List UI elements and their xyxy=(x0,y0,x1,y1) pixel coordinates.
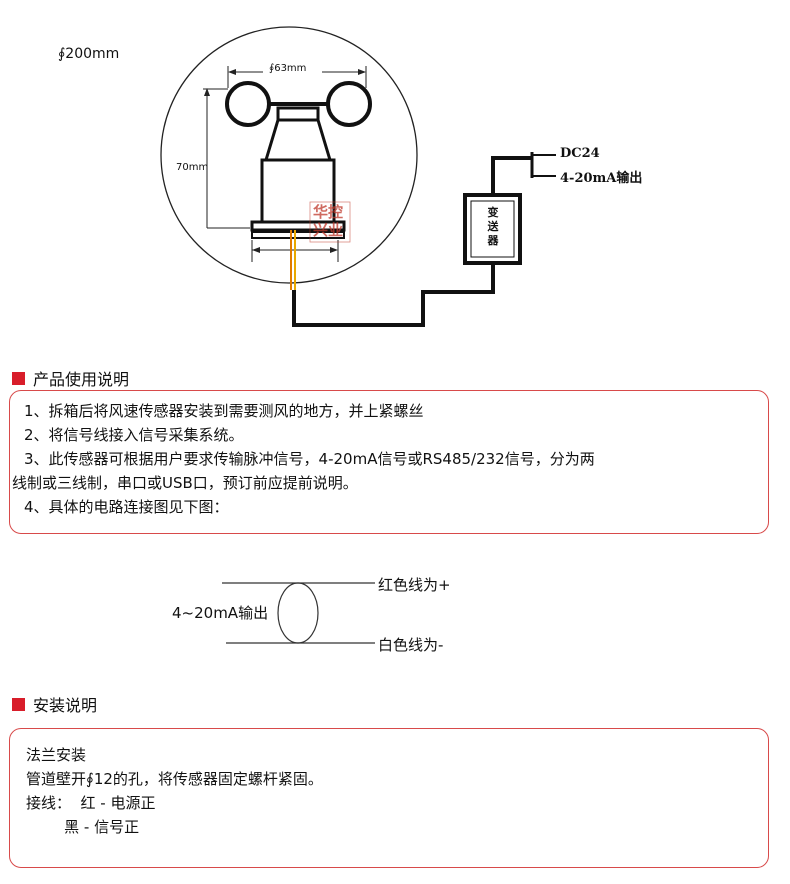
output-label: 4-20mA输出 xyxy=(560,171,643,186)
wire-loop xyxy=(277,582,319,644)
red-square-icon xyxy=(12,697,25,711)
install-line-4: 黑 - 信号正 xyxy=(26,818,140,836)
sensor-diagram: ∮200mm xyxy=(0,0,790,340)
install-line-1: 法兰安装 xyxy=(26,746,87,764)
usage-line-5: 4、具体的电路连接图见下图： xyxy=(24,498,229,516)
wiring-bottom-label: 白色线为- xyxy=(378,636,444,654)
usage-line-3: 3、此传感器可根据用户要求传输脉冲信号，4-20mA信号或RS485/232信号… xyxy=(24,450,595,468)
usage-box: 1、拆箱后将风速传感器安装到需要测风的地方，并上紧螺丝 2、将信号线接入信号采集… xyxy=(9,390,769,534)
red-square-icon xyxy=(12,371,25,385)
sensor-body xyxy=(260,158,336,224)
section-usage-title: 产品使用说明 xyxy=(33,370,130,389)
cup-span-label: ∮63mm xyxy=(266,63,310,74)
install-line-2: 管道壁开∮12的孔，将传感器固定螺杆紧固。 xyxy=(26,770,323,788)
usage-line-1: 1、拆箱后将风速传感器安装到需要测风的地方，并上紧螺丝 xyxy=(24,402,424,420)
watermark-line-1: 华控 xyxy=(313,203,344,221)
right-cup xyxy=(326,81,372,127)
wiring-left-label: 4~20mA输出 xyxy=(172,604,269,622)
section-usage-heading: 产品使用说明 xyxy=(12,366,129,390)
transmitter-label: 变 送 器 xyxy=(484,206,502,248)
usage-line-4: 线制或三线制，串口或USB口，预订前应提前说明。 xyxy=(12,474,358,492)
install-line-3: 接线： 红 - 电源正 xyxy=(26,794,156,812)
wiring-drawing xyxy=(222,582,375,644)
section-install-heading: 安装说明 xyxy=(12,692,97,716)
section-install-title: 安装说明 xyxy=(33,696,98,715)
usage-line-2: 2、将信号线接入信号采集系统。 xyxy=(24,426,244,444)
transmitter-char-2: 送 xyxy=(487,220,499,233)
watermark: 华控 兴业 xyxy=(313,203,343,239)
housing-circle xyxy=(160,26,418,284)
height-label: 70mm xyxy=(176,162,209,173)
transmitter-char-1: 变 xyxy=(487,206,499,219)
transmitter-char-3: 器 xyxy=(487,234,499,247)
sensor-drawing xyxy=(160,26,556,327)
watermark-line-2: 兴业 xyxy=(313,221,344,239)
power-label: DC24 xyxy=(560,146,600,161)
outer-diameter-label: ∮200mm xyxy=(58,46,120,62)
wiring-diagram: 4~20mA输出 红色线为+ 白色线为- xyxy=(0,560,790,670)
wiring-top-label: 红色线为+ xyxy=(378,576,451,594)
install-box: 法兰安装 管道壁开∮12的孔，将传感器固定螺杆紧固。 接线： 红 - 电源正 黑… xyxy=(9,728,769,868)
left-cup xyxy=(225,81,271,127)
